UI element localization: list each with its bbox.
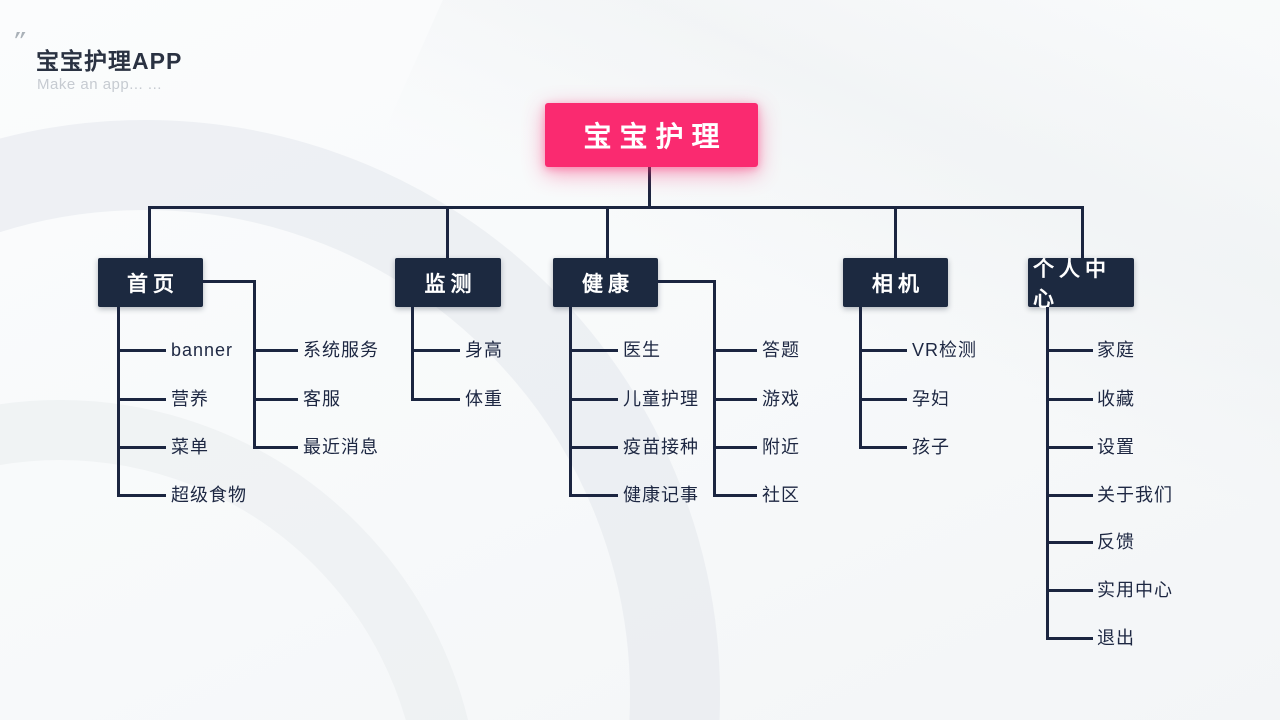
tick-line bbox=[569, 349, 618, 352]
leaf-recent-news: 最近消息 bbox=[303, 437, 379, 457]
page-title: 宝宝护理APP bbox=[36, 48, 183, 74]
page-subtitle: Make an app... ... bbox=[37, 76, 162, 93]
spine-profile bbox=[1046, 307, 1049, 640]
tick-line bbox=[1046, 398, 1093, 401]
leaf-family: 家庭 bbox=[1097, 340, 1135, 360]
connector-trunk bbox=[148, 206, 1084, 209]
connector-drop-monitor bbox=[446, 206, 449, 258]
connector-drop-health bbox=[606, 206, 609, 258]
tick-line bbox=[859, 398, 907, 401]
leaf-favorites: 收藏 bbox=[1097, 389, 1135, 409]
connector-root-drop bbox=[648, 167, 651, 208]
tick-line bbox=[411, 349, 460, 352]
leaf-utility-center: 实用中心 bbox=[1097, 580, 1173, 600]
root-node: 宝宝护理 bbox=[545, 103, 758, 167]
leaf-banner: banner bbox=[171, 340, 234, 360]
tick-line bbox=[569, 446, 618, 449]
leaf-feedback: 反馈 bbox=[1097, 532, 1135, 552]
tick-line bbox=[1046, 637, 1093, 640]
leaf-settings: 设置 bbox=[1097, 437, 1135, 457]
tick-line bbox=[1046, 589, 1093, 592]
leaf-height: 身高 bbox=[465, 340, 503, 360]
tick-line bbox=[713, 349, 757, 352]
branch-node-home: 首页 bbox=[98, 258, 203, 307]
branch-node-monitor: 监测 bbox=[395, 258, 501, 307]
leaf-super-food: 超级食物 bbox=[171, 485, 247, 505]
tick-line bbox=[253, 398, 298, 401]
branch-node-health: 健康 bbox=[553, 258, 658, 307]
tick-line bbox=[117, 494, 166, 497]
leaf-system-service: 系统服务 bbox=[303, 340, 379, 360]
leaf-customer-service: 客服 bbox=[303, 389, 341, 409]
leaf-health-notes: 健康记事 bbox=[623, 485, 699, 505]
leaf-child-care: 儿童护理 bbox=[623, 389, 699, 409]
connector-drop-home bbox=[148, 206, 151, 258]
quote-icon: ″ bbox=[9, 26, 30, 55]
branch-node-profile: 个人中心 bbox=[1028, 258, 1134, 311]
leaf-nearby: 附近 bbox=[762, 437, 800, 457]
leaf-quiz: 答题 bbox=[762, 340, 800, 360]
tick-line bbox=[1046, 349, 1093, 352]
leaf-kids: 孩子 bbox=[912, 437, 950, 457]
leaf-games: 游戏 bbox=[762, 389, 800, 409]
tick-line bbox=[569, 398, 618, 401]
tick-line bbox=[117, 446, 166, 449]
tick-line bbox=[253, 349, 298, 352]
spine-home-right-horizontal bbox=[203, 280, 255, 283]
leaf-about-us: 关于我们 bbox=[1097, 485, 1173, 505]
leaf-pregnant: 孕妇 bbox=[912, 389, 950, 409]
tick-line bbox=[859, 349, 907, 352]
leaf-logout: 退出 bbox=[1097, 628, 1135, 648]
tick-line bbox=[411, 398, 460, 401]
spine-home-left bbox=[117, 307, 120, 497]
leaf-community: 社区 bbox=[762, 485, 800, 505]
tick-line bbox=[1046, 494, 1093, 497]
tick-line bbox=[1046, 446, 1093, 449]
tick-line bbox=[859, 446, 907, 449]
leaf-menu: 菜单 bbox=[171, 437, 209, 457]
branch-node-camera: 相机 bbox=[843, 258, 948, 307]
leaf-vr-detect: VR检测 bbox=[912, 340, 978, 360]
spine-health-right bbox=[713, 280, 716, 497]
tick-line bbox=[253, 446, 298, 449]
leaf-vaccination: 疫苗接种 bbox=[623, 437, 699, 457]
leaf-doctor: 医生 bbox=[623, 340, 661, 360]
connector-drop-profile bbox=[1081, 206, 1084, 258]
spine-health-left bbox=[569, 307, 572, 497]
leaf-weight: 体重 bbox=[465, 389, 503, 409]
tick-line bbox=[117, 398, 166, 401]
tick-line bbox=[713, 446, 757, 449]
tick-line bbox=[117, 349, 166, 352]
tick-line bbox=[569, 494, 618, 497]
spine-camera bbox=[859, 307, 862, 449]
leaf-nutrition: 营养 bbox=[171, 389, 209, 409]
tick-line bbox=[713, 494, 757, 497]
tick-line bbox=[1046, 541, 1093, 544]
spine-health-right-horizontal bbox=[658, 280, 716, 283]
tick-line bbox=[713, 398, 757, 401]
spine-monitor bbox=[411, 307, 414, 401]
spine-home-right bbox=[253, 280, 256, 449]
connector-drop-camera bbox=[894, 206, 897, 258]
